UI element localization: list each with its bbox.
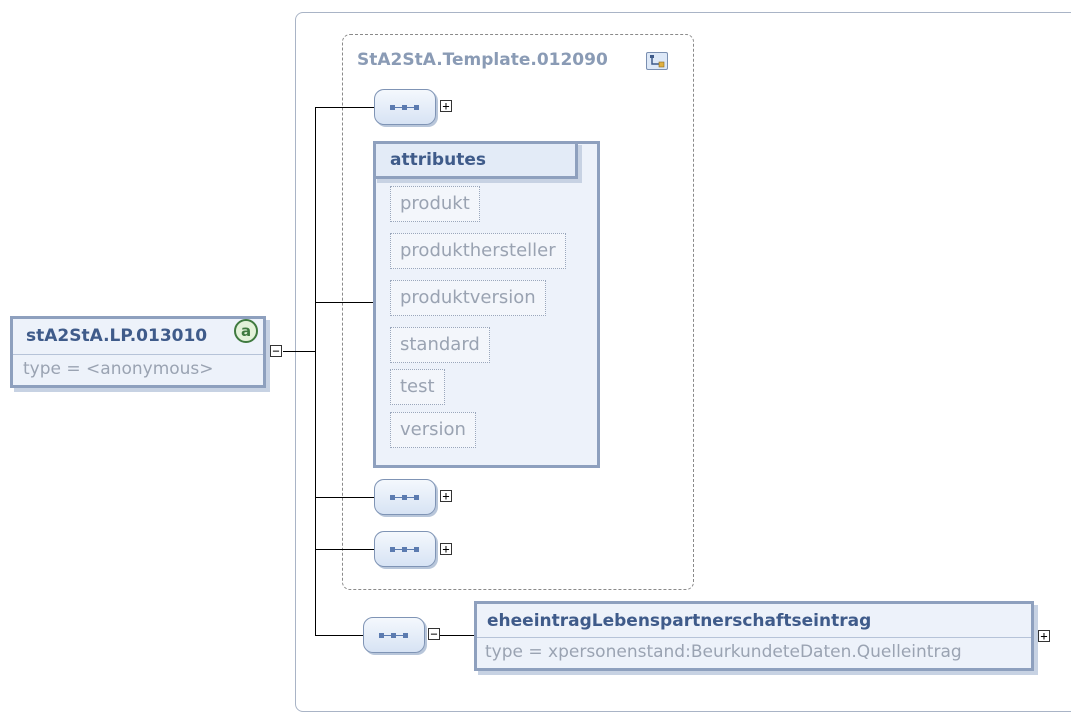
sequence-compositor[interactable] — [374, 531, 436, 567]
root-element-type: type = <anonymous> — [23, 359, 214, 379]
child-element-box[interactable]: eheeintragLebenspartnerschaftseintrag ty… — [474, 601, 1034, 671]
connector — [315, 302, 374, 303]
child-element-type: type = xpersonenstand:BeurkundeteDaten.Q… — [485, 642, 962, 662]
sequence-expand-toggle[interactable]: + — [440, 100, 452, 112]
child-expand-toggle[interactable]: + — [1038, 630, 1050, 642]
sequence-icon — [390, 547, 422, 553]
child-element-separator — [477, 637, 1031, 638]
template-group-frame — [342, 34, 694, 590]
attribute-item[interactable]: standard — [390, 327, 490, 363]
root-element-box[interactable]: stA2StA.LP.013010 type = <anonymous> — [10, 316, 266, 388]
connector — [315, 549, 374, 550]
sequence-icon — [379, 633, 411, 639]
connector — [315, 497, 374, 498]
sequence-expand-toggle[interactable]: + — [440, 543, 452, 555]
sequence-compositor[interactable] — [374, 479, 436, 515]
sequence-collapse-toggle[interactable]: − — [428, 628, 440, 640]
connector — [315, 107, 316, 635]
attributes-header — [373, 141, 578, 179]
sequence-expand-toggle[interactable]: + — [440, 490, 452, 502]
attribute-item[interactable]: produktversion — [390, 280, 546, 316]
sequence-compositor[interactable] — [363, 617, 425, 653]
sequence-compositor[interactable] — [374, 89, 436, 125]
attribute-item[interactable]: test — [390, 369, 445, 405]
connector — [440, 635, 474, 636]
root-element-name: stA2StA.LP.013010 — [26, 326, 208, 346]
attribute-item[interactable]: produkthersteller — [390, 233, 566, 269]
group-reference-icon[interactable] — [646, 52, 668, 70]
root-element-separator — [13, 354, 263, 355]
connector — [315, 635, 363, 636]
sequence-icon — [390, 495, 422, 501]
template-group-name: StA2StA.Template.012090 — [357, 50, 608, 70]
attribute-item[interactable]: version — [390, 412, 476, 448]
connector — [283, 351, 315, 352]
attribute-item[interactable]: produkt — [390, 186, 480, 222]
connector — [315, 107, 374, 108]
sequence-icon — [390, 105, 422, 111]
child-element-name: eheeintragLebenspartnerschaftseintrag — [487, 611, 872, 631]
attribute-badge-icon: a — [234, 319, 258, 343]
attributes-title: attributes — [390, 150, 486, 170]
root-collapse-toggle[interactable]: − — [270, 345, 282, 357]
